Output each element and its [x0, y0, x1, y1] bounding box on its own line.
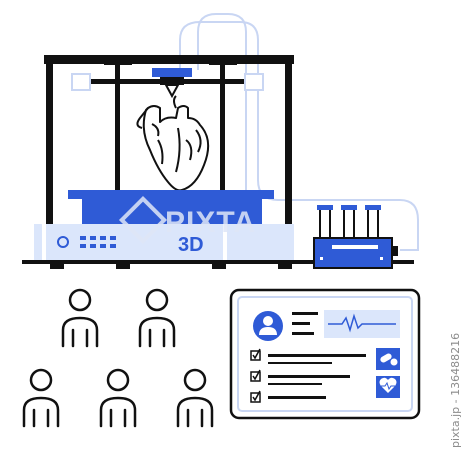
watermark-center: PIXTA — [118, 195, 256, 245]
printer-control-panel — [57, 236, 116, 248]
rail-end-right — [244, 73, 264, 91]
person-icon — [99, 368, 137, 428]
anatomical-heart-icon — [136, 95, 210, 192]
watermark-side-text: pixta.jp - 136488216 — [449, 333, 462, 448]
printer-post-right — [285, 55, 292, 225]
person-icon — [138, 288, 176, 348]
rail-end-left — [71, 73, 91, 91]
printer-base — [34, 224, 294, 260]
printer-post-inner-right — [220, 60, 225, 220]
heart-icon — [376, 376, 400, 398]
printer-top-bar — [44, 55, 294, 64]
checkbox-icon — [250, 369, 261, 382]
printer-post-inner-left — [115, 60, 120, 220]
patient-avatar-icon — [253, 311, 283, 341]
ecg-panel — [324, 310, 400, 338]
device-body — [313, 237, 393, 269]
person-icon — [176, 368, 214, 428]
pills-icon — [376, 348, 400, 370]
checklist — [250, 348, 366, 403]
print-bed-top — [68, 190, 274, 199]
printer-label: 3D — [178, 234, 204, 256]
print-bed-block — [82, 198, 262, 226]
checkbox-icon — [250, 390, 261, 403]
medical-record-tablet-icon — [229, 288, 421, 420]
cable-lines — [179, 13, 419, 251]
3d-printer-icon: 3D — [22, 55, 414, 269]
svg-text:PIXTA: PIXTA — [165, 206, 256, 239]
watermark-side: pixta.jp - 136488216 — [449, 333, 462, 448]
test-tube-device — [313, 205, 398, 269]
power-knob — [57, 236, 69, 248]
checkbox-icon — [250, 348, 261, 361]
print-head — [152, 68, 192, 77]
person-icon — [61, 288, 99, 348]
printer-post-left — [46, 55, 53, 225]
person-icon — [22, 368, 60, 428]
people-group — [22, 288, 214, 428]
